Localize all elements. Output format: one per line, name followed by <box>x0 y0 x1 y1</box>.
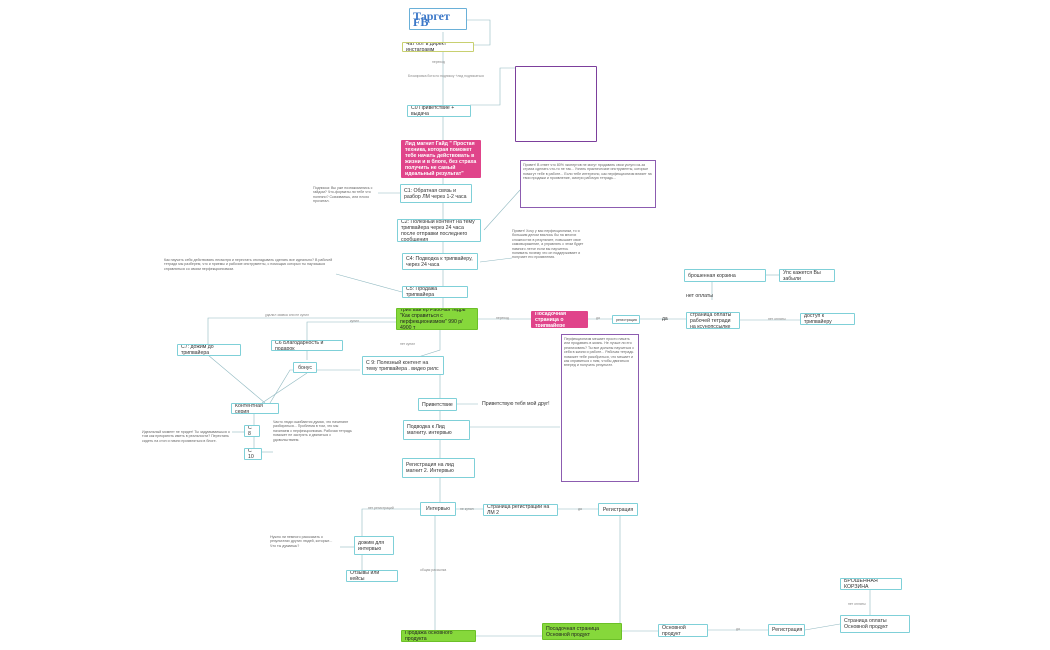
node-abandoned-cart2-text: БРОШЕННАЯ КОРЗИНА <box>844 578 878 590</box>
note-c2: Привет! В ответ что 80% экспертов не мог… <box>520 160 656 208</box>
node-lead-intro-text: Подводка к Лид магниту. интервью <box>407 424 452 436</box>
node-interview[interactable]: Интервью <box>420 502 456 516</box>
node-tripwire[interactable]: Трип вай ер Рабочая тедрь "Как справитьс… <box>396 308 478 330</box>
node-lead-magnet[interactable]: Лид магнит Гайд " Простая техника, котор… <box>401 140 481 178</box>
node-title-text: Таргет FB <box>413 9 450 29</box>
edge-label-e1: переход <box>432 60 445 64</box>
node-c6[interactable]: С6 Благодарность и подарок <box>271 340 343 351</box>
node-content-series[interactable]: Контентная серия <box>231 403 279 414</box>
node-c8-text: С 8 <box>248 425 252 437</box>
node-c10[interactable]: С 10 <box>244 448 262 460</box>
edge-label-e13: общая рассылка <box>420 568 447 572</box>
edge-label-e3: да <box>596 316 600 320</box>
node-c0-text: С0 Приветствие + выдача <box>411 105 455 117</box>
empty-note-box <box>515 66 597 142</box>
node-tripwire-sales-page[interactable]: Посадочная страница о трипвайере <box>531 311 588 328</box>
node-abandoned-msg-text: Упс кажется Вы забыли <box>783 269 821 282</box>
node-c7-text: С7: дожим до трипвайера <box>181 344 214 356</box>
node-reg-page-lm2[interactable]: Страница регистрации на ЛМ 2 <box>483 504 558 516</box>
edge-label-e6: купил <box>350 319 359 323</box>
node-tripwire-text: Трип вай ер Рабочая тедрь "Как справитьс… <box>400 308 466 330</box>
node-reg-intro-text: Регистрация на лид магнит 2. Интервью <box>406 462 454 474</box>
node-c7[interactable]: С7: дожим до трипвайера <box>177 344 241 356</box>
node-payment-page[interactable]: страница оплаты рабочей тетради на ксуно… <box>686 312 740 329</box>
note-c10: Часто люди ошибаются думая, что начинают… <box>273 420 352 442</box>
edge-label-e15: нет оплаты <box>768 317 786 321</box>
edge-label-e10: переход <box>496 316 509 320</box>
node-abandoned-cart[interactable]: брошенная корзина <box>684 269 766 282</box>
edge-label-e12: не купил <box>460 507 474 511</box>
node-c6-text: С6 Благодарность и подарок <box>275 340 324 351</box>
note-c5: Как научить себя действовать несмотря и … <box>164 258 333 271</box>
node-main-sale-text: Продажа основного продукта <box>405 630 453 642</box>
node-chatbot[interactable]: Чат бот в директ инстаграмм <box>402 42 474 52</box>
label-no-payment: нет оплаты <box>686 293 713 299</box>
edge-label-e8: нет купил <box>400 342 416 346</box>
node-welcome-text: Приветствие <box>422 401 453 408</box>
note-c4: Привет! Хочу у вас перфекционизм, то я б… <box>512 229 584 260</box>
node-c4[interactable]: С4: Подводка к трипвайеру, через 24 часа <box>402 253 478 270</box>
node-c1[interactable]: С1: Обратная связь и разбор ЛМ через 1-2… <box>400 184 472 203</box>
node-c0[interactable]: С0 Приветствие + выдача <box>407 105 471 117</box>
note-push: Нужно ли немного рассказать о результата… <box>270 535 333 548</box>
node-push-interview-text: дожим для интервью <box>358 539 385 552</box>
node-bonus-text: бонус <box>298 364 312 371</box>
node-payment-main[interactable]: Страница оплаты Основной продукт <box>840 615 910 633</box>
label-welcome-text: Приветствую тебя мой друг! <box>482 401 550 407</box>
node-main-sale[interactable]: Продажа основного продукта <box>401 630 476 642</box>
node-access[interactable]: доступ к трипвайеру <box>800 313 855 325</box>
node-c9[interactable]: С 9: Полезный контент на тему трипвайера… <box>362 356 444 375</box>
edge-label-e2: Блокировка бота по подписку +лид подписа… <box>408 74 484 78</box>
note-c1: Подписка: Вы уже познакомились с гайдом?… <box>313 186 373 204</box>
node-title[interactable]: Таргет FB <box>409 8 467 30</box>
node-content-series-text: Контентная серия <box>235 403 263 414</box>
node-main-product[interactable]: Основной продукт <box>658 624 708 637</box>
node-c8[interactable]: С 8 <box>244 425 260 437</box>
node-reg-small-text: регистрация <box>616 317 637 322</box>
node-registration2-text: Регистрация <box>772 627 803 633</box>
node-tripwire-sales-page-text: Посадочная страница о трипвайере <box>535 311 567 328</box>
node-payment-page-text: страница оплаты рабочей тетради на ксуно… <box>690 312 732 329</box>
edge-label-e11: да <box>578 507 582 511</box>
node-c2-text: С2: Полезный контент на тему трипвайера … <box>401 219 475 242</box>
node-registration2[interactable]: Регистрация <box>768 624 805 636</box>
node-main-landing[interactable]: Посадочная страница Основной продукт <box>542 623 622 640</box>
edge-label-e9: нет регистраций <box>368 506 394 510</box>
node-welcome[interactable]: Приветствие <box>418 398 457 411</box>
node-abandoned-msg[interactable]: Упс кажется Вы забыли <box>779 269 835 282</box>
node-chatbot-text: Чат бот в директ инстаграмм <box>406 42 447 52</box>
node-reg-intro[interactable]: Регистрация на лид магнит 2. Интервью <box>402 458 475 478</box>
node-main-landing-text: Посадочная страница Основной продукт <box>546 625 599 638</box>
node-reg-page-lm2-text: Страница регистрации на ЛМ 2 <box>487 504 550 516</box>
node-c9-text: С 9: Полезный контент на тему трипвайера… <box>366 359 439 372</box>
node-c10-text: С 10 <box>248 448 254 460</box>
node-reels[interactable]: Отзывы или кейсы <box>346 570 398 582</box>
node-c5-text: С5: Продажа трипвайера <box>406 286 438 298</box>
node-abandoned-cart-text: брошенная корзина <box>688 272 736 279</box>
node-lead-magnet-text: Лид магнит Гайд " Простая техника, котор… <box>405 141 477 177</box>
node-bonus[interactable]: бонус <box>293 362 317 373</box>
edge-label-e14: да <box>736 627 740 631</box>
note-c8: Идеальный момент не придет! Ты задумывае… <box>142 430 230 443</box>
node-c2[interactable]: С2: Полезный контент на тему трипвайера … <box>397 219 481 242</box>
node-c4-text: С4: Подводка к трипвайеру, через 24 часа <box>406 255 473 268</box>
note-side: Перфекционизм мешает просто начать или п… <box>561 334 639 482</box>
node-main-product-text: Основной продукт <box>662 624 686 637</box>
node-reels-text: Отзывы или кейсы <box>350 570 380 582</box>
node-access-text: доступ к трипвайеру <box>804 313 832 325</box>
edge-label-e7: удалил заявка или не купил <box>265 313 310 317</box>
node-reg-small[interactable]: регистрация <box>612 315 640 324</box>
node-c5[interactable]: С5: Продажа трипвайера <box>402 286 468 298</box>
node-registration-text: Регистрация <box>602 506 634 513</box>
node-abandoned-cart2[interactable]: БРОШЕННАЯ КОРЗИНА <box>840 578 902 590</box>
edge-label-e5: да <box>662 316 668 322</box>
node-c1-text: С1: Обратная связь и разбор ЛМ через 1-2… <box>404 187 467 200</box>
edge-label-no-payment: нет оплаты <box>848 602 866 606</box>
node-lead-intro[interactable]: Подводка к Лид магниту. интервью <box>403 420 470 440</box>
node-push-interview[interactable]: дожим для интервью <box>354 536 394 555</box>
node-registration[interactable]: Регистрация <box>598 503 638 516</box>
node-interview-text: Интервью <box>425 506 451 512</box>
node-payment-main-text: Страница оплаты Основной продукт <box>844 618 889 630</box>
